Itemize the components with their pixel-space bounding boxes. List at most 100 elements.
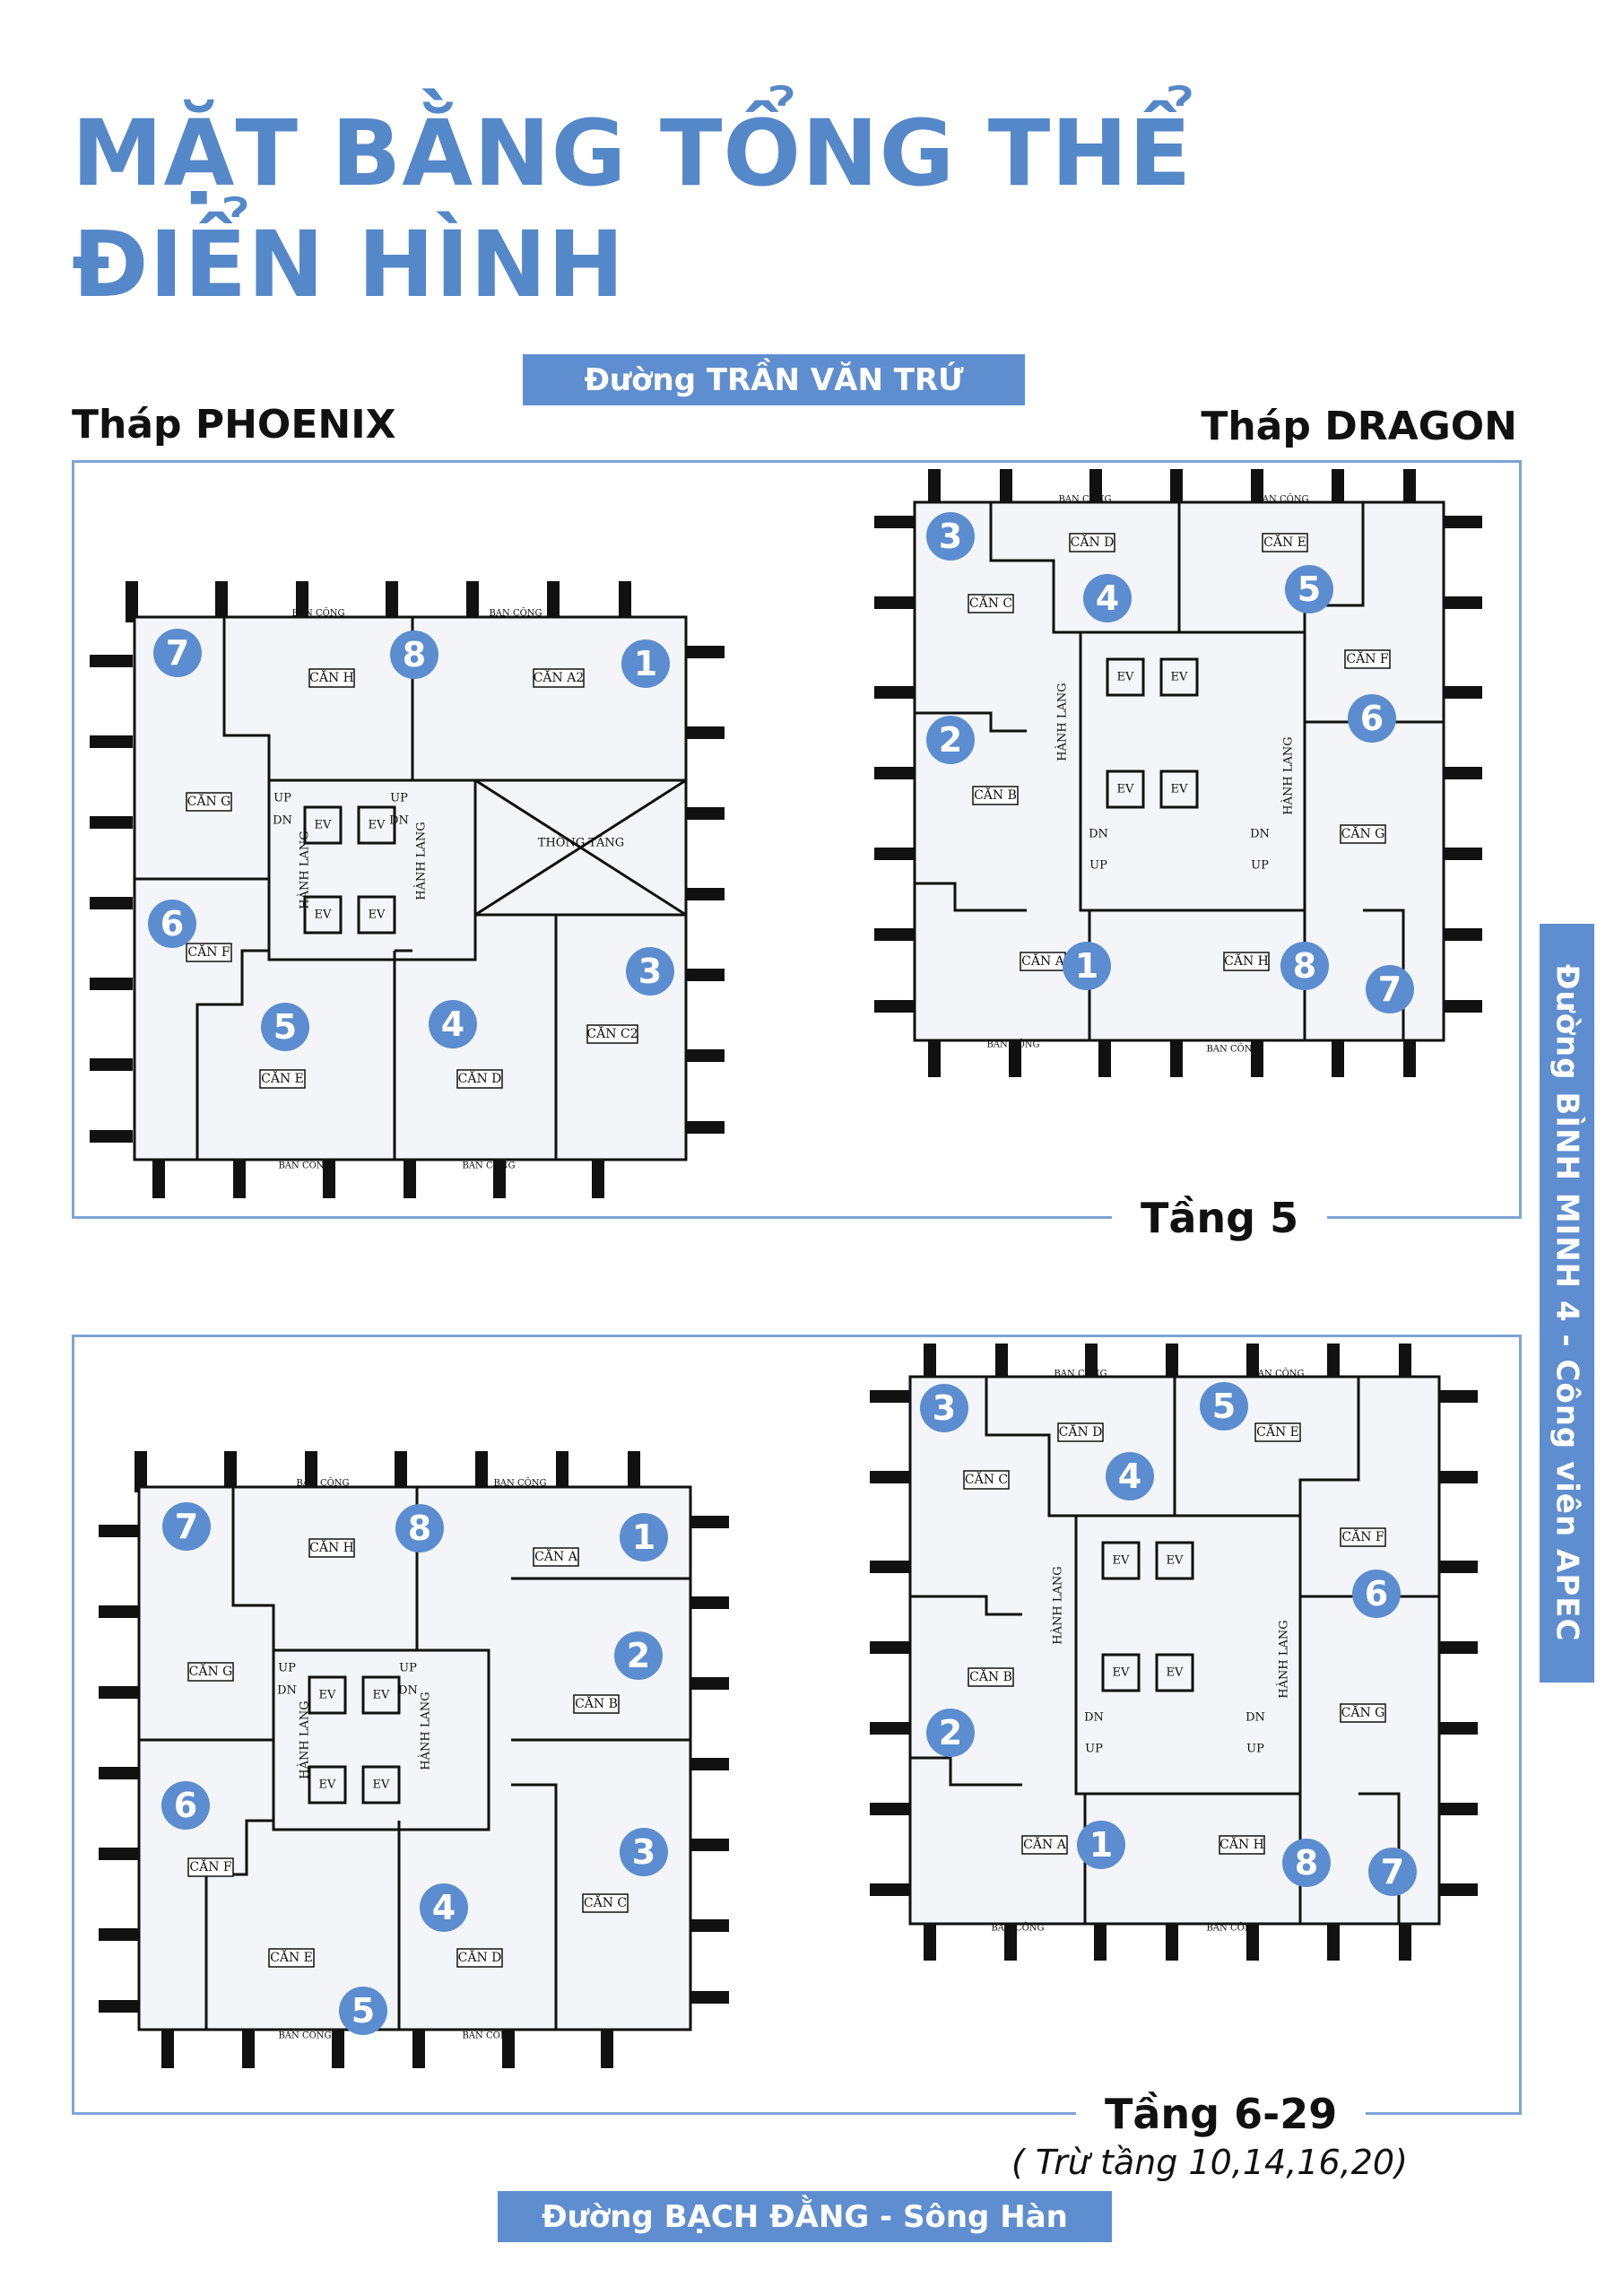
floor-note: ( Trừ tầng 10,14,16,20) (1011, 2143, 1408, 2182)
unit-label: CĂN B (575, 1695, 618, 1711)
unit-label: CĂN H (1224, 952, 1269, 969)
title-line-1: MẶT BẰNG TỔNG THỂ (72, 100, 1193, 207)
unit-number-badge: 6 (1360, 699, 1384, 738)
elevator-label: EV (369, 909, 386, 922)
elevator-label: EV (1167, 1666, 1184, 1680)
floor-6-29-frame (72, 1335, 1522, 2115)
balcony-label: BAN CÔNG (1255, 494, 1308, 505)
unit-label: CĂN C (584, 1894, 627, 1910)
balcony-label: BAN CÔNG (1251, 1369, 1304, 1379)
unit-label: CĂN D (458, 1949, 502, 1965)
unit-number-badge: 1 (632, 1518, 655, 1557)
elevator-label: EV (373, 1689, 390, 1702)
elevator-label: EV (1167, 1554, 1184, 1568)
unit-label: CĂN C (969, 595, 1012, 611)
tower-label-phoenix: Tháp PHOENIX (72, 402, 396, 448)
stair-down-label: DN (1089, 828, 1108, 841)
stair-up-label: UP (273, 792, 291, 805)
void-label: THÔNG TẦNG (538, 834, 624, 850)
unit-number-badge: 8 (403, 635, 426, 674)
unit-label: CĂN H (1219, 1836, 1264, 1852)
elevator-label: EV (1171, 783, 1188, 796)
unit-label: CĂN D (458, 1070, 502, 1086)
unit-label: CĂN C2 (586, 1025, 638, 1041)
unit-label: CĂN G (189, 1663, 233, 1679)
void-cross (473, 778, 688, 917)
unit-number-badge: 5 (273, 1007, 297, 1047)
unit-number-badge: 7 (166, 633, 189, 673)
elevator-label: EV (319, 1779, 336, 1792)
unit-number-badge: 7 (1381, 1852, 1404, 1892)
unit-label: CĂN E (270, 1949, 313, 1965)
stair-down-label: DN (277, 1684, 297, 1698)
unit-number-badge: 4 (1096, 578, 1119, 618)
elevator-label: EV (373, 1779, 390, 1792)
unit-label: CĂN C (965, 1471, 1008, 1487)
elevator-label: EV (319, 1689, 336, 1702)
unit-label: CĂN F (1346, 650, 1389, 666)
floor-label-5: Tầng 5 (1112, 1188, 1328, 1248)
elevator-label: EV (315, 819, 332, 832)
unit-label: CĂN E (1263, 534, 1306, 550)
unit-number-badge: 4 (1118, 1457, 1141, 1496)
unit-number-badge: 5 (1298, 570, 1321, 609)
unit-number-badge: 2 (939, 720, 962, 760)
road-label-bottom: Đường BẠCH ĐẰNG - Sông Hàn (498, 2191, 1112, 2242)
elevator-label: EV (1117, 783, 1134, 796)
corridor-label: HÀNH LANG (298, 831, 312, 909)
stair-up-label: UP (1089, 859, 1107, 873)
elevator-label: EV (1171, 671, 1188, 684)
corridor-label: HÀNH LANG (298, 1700, 312, 1779)
floor-label-6-29: Tầng 6-29 (1076, 2084, 1367, 2144)
unit-label: CĂN G (187, 793, 231, 809)
balcony-label: BAN CÔNG (489, 608, 542, 619)
unit-number-badge: 3 (933, 1388, 956, 1428)
balcony-label: BAN CÔNG (493, 1478, 546, 1489)
unit-label: CĂN F (1341, 1528, 1384, 1544)
stair-up-label: UP (390, 792, 408, 805)
unit-label: CĂN E (1256, 1423, 1299, 1439)
stair-up-label: UP (1251, 859, 1269, 873)
unit-label: CĂN B (969, 1668, 1012, 1684)
unit-number-badge: 1 (1075, 946, 1098, 986)
stair-up-label: UP (1246, 1743, 1264, 1756)
unit-number-badge: 8 (1295, 1843, 1318, 1883)
unit-number-badge: 1 (634, 644, 657, 683)
unit-number-badge: 6 (1365, 1574, 1388, 1613)
balcony-label: BAN CÔNG (1058, 494, 1111, 505)
unit-number-badge: 3 (632, 1832, 655, 1872)
stair-down-label: DN (389, 814, 409, 828)
elevator-label: EV (1113, 1554, 1130, 1568)
road-label-top: Đường TRẦN VĂN TRỨ (523, 354, 1025, 405)
unit-label: CĂN D (1059, 1423, 1103, 1439)
balcony-label: BAN CÔNG (991, 1923, 1044, 1934)
unit-number-badge: 5 (1212, 1387, 1236, 1426)
unit-label: CĂN H (309, 1539, 354, 1555)
unit-number-badge: 6 (161, 904, 184, 944)
unit-number-badge: 3 (939, 517, 962, 556)
balcony-label: BAN CÔNG (1054, 1369, 1107, 1379)
unit-label: CĂN A (1021, 952, 1065, 969)
balcony-label: BAN CÔNG (296, 1478, 349, 1489)
elevator-label: EV (1113, 1666, 1130, 1680)
corridor-label: HÀNH LANG (414, 822, 429, 900)
unit-number-badge: 7 (1378, 970, 1402, 1009)
unit-number-badge: 7 (175, 1507, 198, 1546)
tower-label-dragon: Tháp DRAGON (1201, 404, 1517, 449)
unit-label: CĂN B (974, 787, 1017, 803)
phoenix-floor-6-29-plan: EV EV EV EV UP UP DN DN HÀNH LANG HÀNH L… (99, 1451, 729, 2068)
stair-up-label: UP (1085, 1743, 1103, 1756)
unit-label: CĂN G (1341, 825, 1385, 841)
stair-down-label: DN (273, 814, 292, 828)
corridor-label: HÀNH LANG (1281, 736, 1296, 814)
balcony-label: BAN CÔNG (1206, 1044, 1259, 1055)
unit-label: CĂN F (189, 1858, 232, 1874)
corridor-label: HÀNH LANG (1277, 1620, 1291, 1698)
unit-number-badge: 8 (1293, 946, 1316, 986)
stair-down-label: DN (1250, 828, 1270, 841)
unit-number-badge: 4 (432, 1888, 456, 1927)
dragon-floor-6-29-plan: EV EV EV EV UP UP DN DN HÀNH LANG HÀNH L… (870, 1344, 1478, 1961)
balcony-label: BAN CÔNG (986, 1039, 1039, 1050)
stair-down-label: DN (1084, 1711, 1104, 1725)
unit-label: CĂN A2 (534, 669, 585, 685)
